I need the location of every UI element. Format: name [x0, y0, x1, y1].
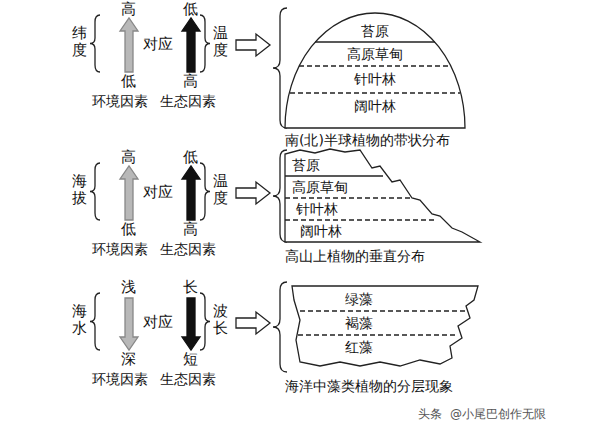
- zone-label: 苔原: [292, 157, 320, 173]
- factor-label: 波长: [213, 303, 228, 336]
- level-label: 高: [121, 149, 136, 166]
- dome: [285, 13, 465, 128]
- row-controls: [90, 163, 270, 220]
- level-label: 长: [183, 279, 198, 296]
- relation-label: 对应: [143, 184, 173, 201]
- relation-label: 对应: [143, 36, 173, 53]
- mountain: [285, 149, 480, 242]
- caption: 南(北)半球植物的带状分布: [285, 132, 450, 148]
- level-label: 短: [183, 351, 198, 368]
- factor-type: 生态因素: [160, 93, 216, 109]
- level-label: 低: [121, 73, 136, 90]
- zone-label: 红藻: [345, 339, 373, 355]
- level-label: 高: [121, 1, 136, 18]
- row-controls: [90, 15, 270, 72]
- factor-label: 温度: [213, 173, 228, 206]
- level-label: 低: [183, 149, 198, 166]
- factor-label: 海拔: [72, 173, 87, 206]
- factor-type: 生态因素: [160, 241, 216, 257]
- sea-cliff: [292, 286, 478, 366]
- factor-label: 纬度: [72, 25, 87, 58]
- watermark: @小尾巴创作无限: [450, 408, 546, 422]
- zone-label: 高原草甸: [347, 46, 403, 62]
- watermark: 头条: [418, 408, 442, 422]
- level-label: 高: [183, 73, 198, 90]
- factor-type: 环境因素: [92, 93, 148, 109]
- factor-type: 环境因素: [92, 371, 148, 387]
- caption: 海洋中藻类植物的分层现象: [285, 378, 453, 394]
- factor-type: 环境因素: [92, 241, 148, 257]
- zone-label: 苔原: [361, 23, 389, 39]
- level-label: 低: [183, 1, 198, 18]
- level-label: 浅: [121, 279, 136, 296]
- zone-label: 高原草甸: [292, 179, 348, 195]
- level-label: 低: [121, 221, 136, 238]
- factor-type: 生态因素: [160, 371, 216, 387]
- zone-label: 阔叶林: [300, 223, 342, 239]
- relation-label: 对应: [143, 314, 173, 331]
- row-controls: [90, 293, 270, 350]
- zone-label: 针叶林: [296, 201, 338, 217]
- factor-label: 海水: [72, 303, 87, 336]
- zone-label: 绿藻: [345, 291, 373, 307]
- level-label: 深: [121, 351, 136, 368]
- zone-label: 褐藻: [345, 315, 373, 331]
- caption: 高山上植物的垂直分布: [285, 248, 425, 264]
- zone-label: 针叶林: [354, 71, 396, 87]
- factor-label: 温度: [213, 25, 228, 58]
- zone-label: 阔叶林: [354, 98, 396, 114]
- level-label: 高: [183, 221, 198, 238]
